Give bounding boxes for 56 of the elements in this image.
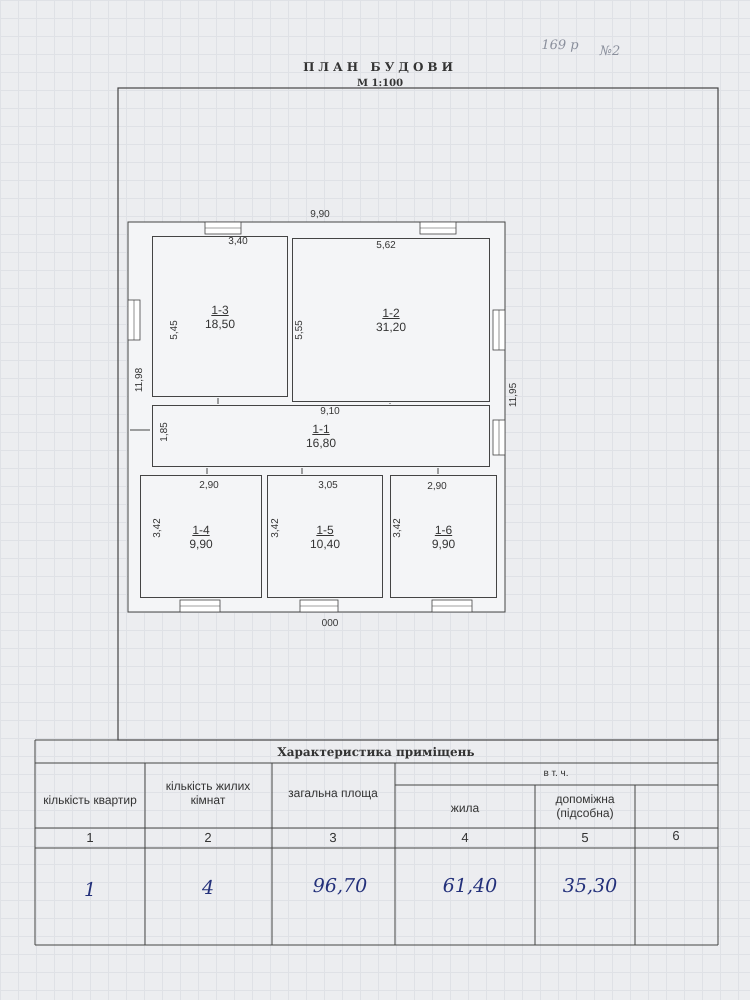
dimension-label: 3,05 <box>318 480 338 492</box>
column-header: кількість квартир <box>42 793 138 807</box>
room-area: 10,40 <box>310 536 340 550</box>
dimension-label: 11,95 <box>508 382 520 408</box>
table-heading: Характеристика приміщень <box>277 745 475 759</box>
room-number: 1-6 <box>434 522 452 536</box>
plan-title: ПЛАН БУДОВИ <box>303 61 457 73</box>
dimension-label: 11,98 <box>134 368 146 392</box>
dimension-label: 2,90 <box>199 480 219 492</box>
column-header: в т. ч. <box>542 767 570 781</box>
dimension-label: 3,42 <box>392 518 404 538</box>
room-number: 1-4 <box>192 522 210 536</box>
room-number: 1-1 <box>312 422 330 436</box>
handwritten-value: 35,30 <box>562 875 618 897</box>
dimension-label: 5,55 <box>294 320 306 340</box>
room-number: 1-3 <box>211 302 229 316</box>
room-outline <box>390 475 497 598</box>
room-outline <box>267 475 383 598</box>
handwritten-value: 4 <box>202 877 214 899</box>
column-header: допоміжна (підсобна) <box>554 792 616 820</box>
handwritten-value: 61,40 <box>442 875 498 897</box>
room-outline <box>292 238 490 402</box>
column-number: 3 <box>329 831 337 845</box>
dimension-label: 2,90 <box>427 481 447 493</box>
room-number: 1-2 <box>382 306 400 320</box>
room-area: 9,90 <box>432 536 456 550</box>
room-area: 31,20 <box>376 320 406 334</box>
room-number: 1-5 <box>316 522 334 536</box>
handwritten-value: 96,70 <box>312 875 368 897</box>
room-area: 9,90 <box>189 536 213 550</box>
column-number: 1 <box>86 831 94 845</box>
column-number: 4 <box>461 831 469 845</box>
column-header: кількість жилих кімнат <box>164 779 252 807</box>
dimension-label: 9,90 <box>310 209 330 221</box>
room-outline <box>140 475 262 598</box>
dimension-label: 3,42 <box>270 518 282 538</box>
dimension-label: 5,45 <box>169 320 181 340</box>
room-area: 18,50 <box>204 316 236 330</box>
dimension-label: 000 <box>322 618 338 630</box>
dimension-label: 9,10 <box>320 406 340 418</box>
handwritten-note: №2 <box>600 43 620 61</box>
dimension-label: 3,42 <box>152 518 164 538</box>
dimension-label: 3,40 <box>228 236 248 248</box>
column-number: 5 <box>581 831 589 845</box>
column-header: загальна площа <box>287 786 379 800</box>
column-header: жила <box>450 801 480 815</box>
dimension-label: 5,62 <box>376 240 396 252</box>
column-number: 6 <box>672 829 680 843</box>
dimension-label: 1,85 <box>159 422 171 442</box>
scale-label: М 1:100 <box>356 77 404 91</box>
room-area: 16,80 <box>306 436 336 450</box>
room-outline <box>152 236 288 397</box>
room-outline <box>152 405 490 467</box>
column-number: 2 <box>204 831 212 845</box>
handwritten-note: 169 р <box>541 37 579 55</box>
handwritten-value: 1 <box>84 879 96 901</box>
